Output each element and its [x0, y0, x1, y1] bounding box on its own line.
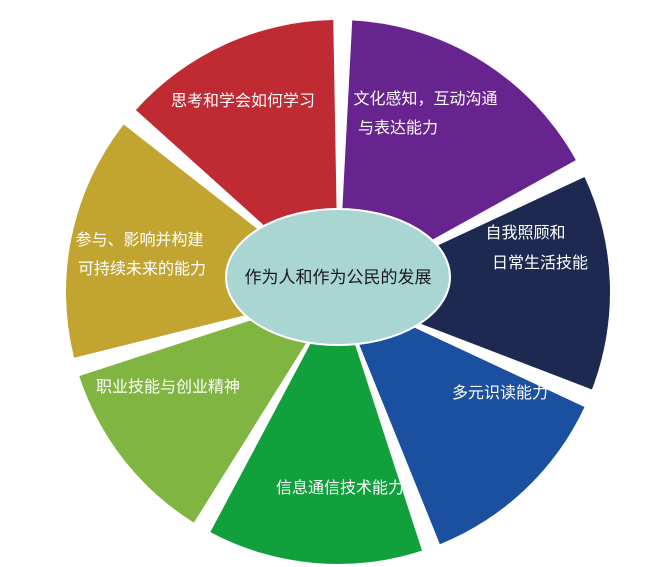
segment-label-ict: 信息通信技术能力: [276, 478, 404, 497]
segment-labels: 思考和学会如何学习 文化感知，互动沟通 与表达能力 自我照顾和 日常生活技能 多…: [75, 89, 588, 497]
segment-label-entrepreneurship-line-1: 职业技能与创业精神: [96, 377, 240, 396]
segment-label-selfcare-line-2: 日常生活技能: [492, 253, 588, 272]
segment-label-entrepreneurship: 职业技能与创业精神: [96, 377, 240, 396]
segment-label-learning: 思考和学会如何学习: [171, 91, 315, 110]
segment-label-literacy-line-1: 多元识读能力: [452, 383, 548, 402]
wheel-segment-ict: [210, 327, 423, 564]
wheel-segments: [65, 20, 611, 564]
segment-label-participation-line-1: 参与、影响并构建: [75, 230, 203, 249]
segment-label-learning-line-1: 思考和学会如何学习: [171, 91, 315, 110]
segment-label-communication: 文化感知，互动沟通 与表达能力: [353, 89, 502, 137]
segment-label-ict-line-1: 信息通信技术能力: [276, 478, 404, 497]
center-label: 作为人和作为公民的发展: [245, 268, 432, 288]
segment-label-selfcare: 自我照顾和 日常生活技能: [485, 223, 588, 272]
segment-label-participation-line-2: 可持续未来的能力: [78, 259, 206, 278]
center-ellipse: [225, 208, 451, 346]
wheel-segment-literacy: [352, 308, 585, 545]
wheel-segment-communication: [340, 20, 576, 273]
segment-label-communication-line-1: 文化感知，互动沟通: [353, 89, 497, 108]
wheel-segment-selfcare: [374, 177, 611, 390]
segment-label-literacy: 多元识读能力: [452, 383, 548, 402]
segment-label-communication-line-2: 与表达能力: [358, 118, 438, 137]
wheel-segment-entrepreneurship: [79, 304, 317, 523]
segment-label-selfcare-line-1: 自我照顾和: [485, 223, 565, 242]
segment-label-participation: 参与、影响并构建 可持续未来的能力: [75, 230, 208, 278]
wheel-segment-learning: [135, 20, 338, 266]
